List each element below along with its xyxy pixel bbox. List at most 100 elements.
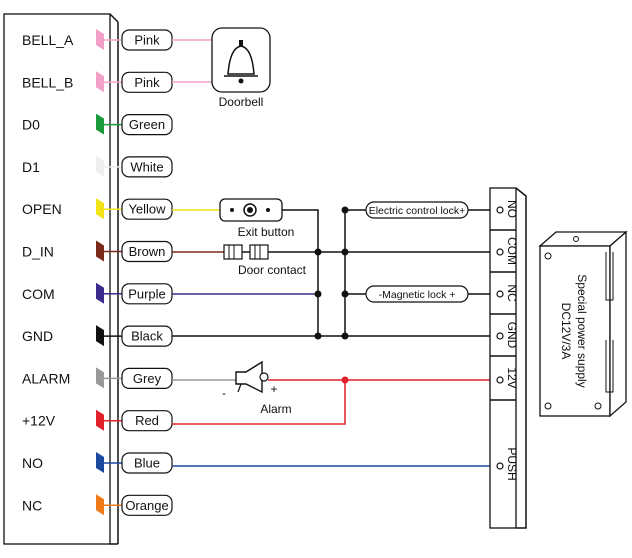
junction-dot <box>341 290 349 298</box>
pin-row-d0: D0 Green <box>22 113 173 136</box>
wire-color-label: Orange <box>125 498 168 513</box>
psu-label-line1: DC12V/3A <box>559 303 573 360</box>
alarm-group: - + Alarm <box>172 360 500 416</box>
terminal-label-no: NO <box>505 200 519 218</box>
junction-dot <box>314 290 322 298</box>
pin-label: D1 <box>22 159 40 175</box>
pin-row-com: COM Purple <box>22 282 173 305</box>
wire-color-box <box>121 452 173 474</box>
pin-label: BELL_B <box>22 74 73 90</box>
exit-button-group: Exit button <box>172 198 319 336</box>
electric-lock-group: Electric control lock+ <box>345 201 500 219</box>
push-button-center-icon <box>247 207 253 213</box>
wire-color-swatch <box>96 71 104 93</box>
wire-color-label: Brown <box>129 244 166 259</box>
wire-color-swatch <box>96 325 104 347</box>
psu-screw-icon <box>544 402 552 410</box>
pin-label: D_IN <box>22 244 54 260</box>
wire-color-label: Black <box>131 329 163 344</box>
psu-front-face <box>539 245 611 417</box>
wire-color-label: Pink <box>134 75 160 90</box>
siren-leg-icon <box>237 383 242 393</box>
wire-color-label: Red <box>135 413 159 428</box>
pin-label: COM <box>22 286 55 302</box>
exit-screw-left-icon <box>230 208 234 212</box>
wire-color-swatch <box>96 198 104 220</box>
alarm-label: Alarm <box>260 402 291 416</box>
junction-dot <box>314 248 322 256</box>
psu-screw-icon <box>544 252 552 260</box>
terminal-label-12v: 12V <box>505 367 519 388</box>
wire-color-swatch <box>96 240 104 262</box>
pin-row-gnd: GND Black <box>22 325 173 347</box>
wire-color-box <box>121 198 173 220</box>
alarm-plus-label: + <box>270 382 277 396</box>
siren-icon <box>235 360 263 394</box>
psu-side-face <box>609 230 627 418</box>
psu-top-screw-icon <box>573 236 579 242</box>
wire-color-box <box>121 410 173 432</box>
wire-color-box <box>121 156 173 178</box>
terminal-block-front <box>489 187 517 529</box>
junction-dot <box>314 332 322 340</box>
terminal-screw-icon <box>496 332 504 340</box>
wire-color-label: White <box>130 159 163 174</box>
door-contact-icon <box>223 244 243 260</box>
controller-terminal-strip <box>3 13 111 545</box>
wire-color-box <box>121 494 173 516</box>
terminal-screw-icon <box>496 248 504 256</box>
magnetic-lock-group: -Magnetic lock + <box>345 285 500 303</box>
wire-color-swatch <box>96 155 104 177</box>
junction-dot <box>341 248 349 256</box>
wire-color-swatch <box>96 494 104 516</box>
exit-screw-right-icon <box>266 208 270 212</box>
psu-clip-icon <box>605 340 614 393</box>
wire-color-label: Green <box>129 117 165 132</box>
pin-label: BELL_A <box>22 32 74 48</box>
psu-clip-icon <box>605 252 614 301</box>
door-contact-label: Door contact <box>238 263 307 277</box>
wire-color-label: Purple <box>128 286 166 301</box>
pin-label: +12V <box>22 413 56 429</box>
doorbell-label: Doorbell <box>219 95 264 109</box>
junction-dot <box>341 206 349 214</box>
junction-dot-red <box>341 376 349 384</box>
pin-label: NC <box>22 497 42 513</box>
pin-label: GND <box>22 328 53 344</box>
exit-button-label: Exit button <box>238 225 295 239</box>
wire-color-box <box>121 367 173 389</box>
pin-row-d1: D1 White <box>22 155 173 178</box>
strip-edge-top <box>109 13 119 23</box>
pin-row-d-in: D_IN Brown <box>22 240 173 263</box>
wire-color-label: Blue <box>134 456 160 471</box>
terminal-screw-icon <box>496 376 504 384</box>
terminal-block-side <box>515 187 527 529</box>
magnet-icon <box>249 244 269 260</box>
bell-top-icon <box>239 40 243 46</box>
terminal-screw-icon <box>496 462 504 470</box>
power-supply: DC12V/3A Special power supply <box>538 230 628 418</box>
terminal-screw-icon <box>496 290 504 298</box>
electric-lock-label: Electric control lock+ <box>369 205 466 217</box>
wire-color-label: Yellow <box>128 202 166 217</box>
red-wire <box>172 380 346 425</box>
pin-label: D0 <box>22 117 40 133</box>
pin-row-nc: NC Orange <box>22 494 173 516</box>
terminal-label-gnd: GND <box>505 322 519 349</box>
siren-lens-icon <box>259 372 269 382</box>
pin-row--12v: +12V Red <box>22 409 173 432</box>
alarm-minus-label: - <box>222 386 226 400</box>
wire-color-swatch <box>96 409 104 431</box>
bell-icon <box>227 45 255 75</box>
pin-label: ALARM <box>22 370 70 386</box>
magnetic-lock-label: -Magnetic lock + <box>379 289 456 301</box>
wire-color-swatch <box>96 367 104 389</box>
pin-label: NO <box>22 455 43 471</box>
terminal-label-nc: NC <box>505 284 519 302</box>
